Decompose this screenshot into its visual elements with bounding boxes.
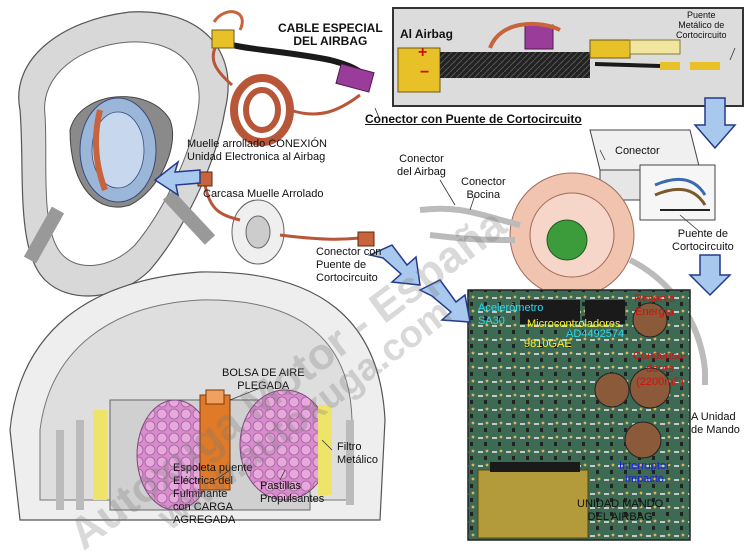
label-carcasa-muelle: Carcasa Muelle Arrolado	[203, 188, 324, 200]
label-cable-especial: CABLE ESPECIAL DEL AIRBAG	[278, 21, 383, 48]
label-espoleta: Espoleta puente Eléctrica del Fulminante…	[173, 462, 253, 526]
label-puente-cortocircuito: Puente de Cortocircuito	[672, 228, 734, 253]
leader-lines	[214, 47, 736, 481]
blue-arrows	[153, 97, 737, 323]
label-conector-puente-title: Conector con Puente de Cortocircuito	[365, 112, 582, 126]
arrow-to-module-2	[418, 279, 471, 323]
label-conector-bocina: Conector Bocina	[461, 176, 506, 201]
label-conector-airbag: Conector del Airbag	[397, 153, 446, 178]
label-pastillas: Pastillas Propulsantes	[260, 480, 325, 505]
label-a-unidad-mando: A Unidad de Mando	[691, 411, 740, 436]
arrow-right-down	[693, 97, 737, 150]
label-conector: Conector	[615, 145, 660, 157]
label-muelle-arrollado: Muelle arrollado CONEXIÓN Unidad Electro…	[187, 138, 327, 163]
special-cable	[211, 10, 375, 146]
connector-photo	[392, 7, 744, 107]
label-bolsa-aire: BOLSA DE AIRE PLEGADA	[222, 367, 305, 392]
label-condensadores: Condensa- dores (2200mF)	[633, 350, 687, 388]
label-conector-con-puente: Conector con Puente de Cortocircuito	[316, 246, 382, 284]
label-chip-code: AD4492574	[566, 328, 625, 340]
airbag-module-cutaway	[9, 271, 386, 521]
label-unidad-mando-airbag: UNIDAD MANDO DEL AIRBAG	[577, 498, 664, 523]
connector-plus-mark: +	[418, 44, 428, 61]
clock-spring	[419, 172, 708, 385]
label-filtro-metalico: Filtro Metálico	[337, 441, 378, 466]
label-puente-metalico: Puente Metálico de Cortocircuito	[676, 10, 727, 40]
label-acelerometro: Acelerómetro SA30	[478, 302, 544, 327]
control-unit-photo	[467, 289, 691, 541]
label-reserva-energia: Reserva Energía	[634, 293, 675, 318]
connector-minus-mark: −	[420, 64, 430, 81]
label-interruptor-impacto: Interruptor Impacto	[619, 460, 670, 485]
connector-illustration	[589, 129, 716, 221]
spring-housing	[197, 171, 375, 265]
arrow-right-down-2	[688, 254, 732, 297]
arrow-to-wheel	[153, 159, 201, 197]
label-al-airbag: Al Airbag	[400, 27, 453, 41]
label-chip-9810: 9810GAE	[524, 338, 572, 350]
label-microcontroladores: Microcontroladores	[527, 318, 621, 330]
steering-wheel	[18, 11, 229, 297]
arrow-to-module-1	[367, 244, 421, 286]
